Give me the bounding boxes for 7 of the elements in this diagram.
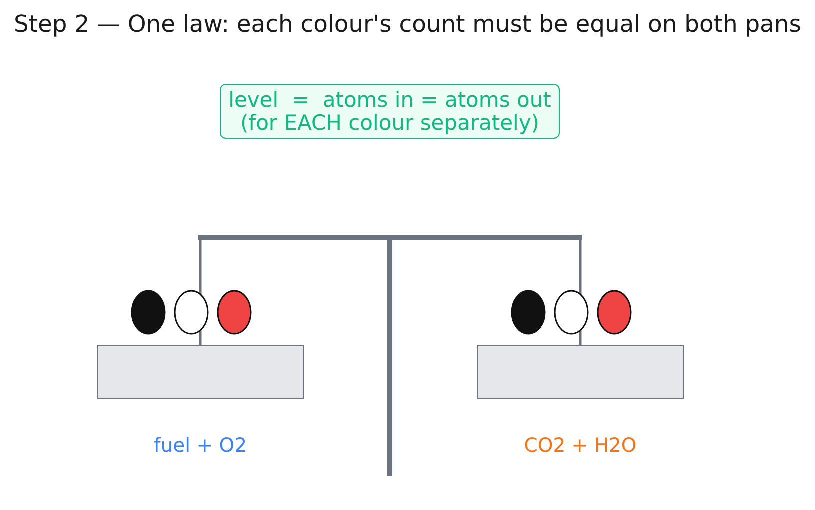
pan-label: fuel + O2 <box>154 434 248 458</box>
note-box <box>220 84 560 139</box>
pan-label: CO2 + H2O <box>524 434 637 458</box>
note-text: (for EACH colour separately) <box>240 112 540 134</box>
balance-beam <box>198 235 582 240</box>
title: Step 2 — One law: each colour's count must be equal on both pans <box>14 10 802 38</box>
note-text: level = atoms in = atoms out <box>228 88 552 112</box>
